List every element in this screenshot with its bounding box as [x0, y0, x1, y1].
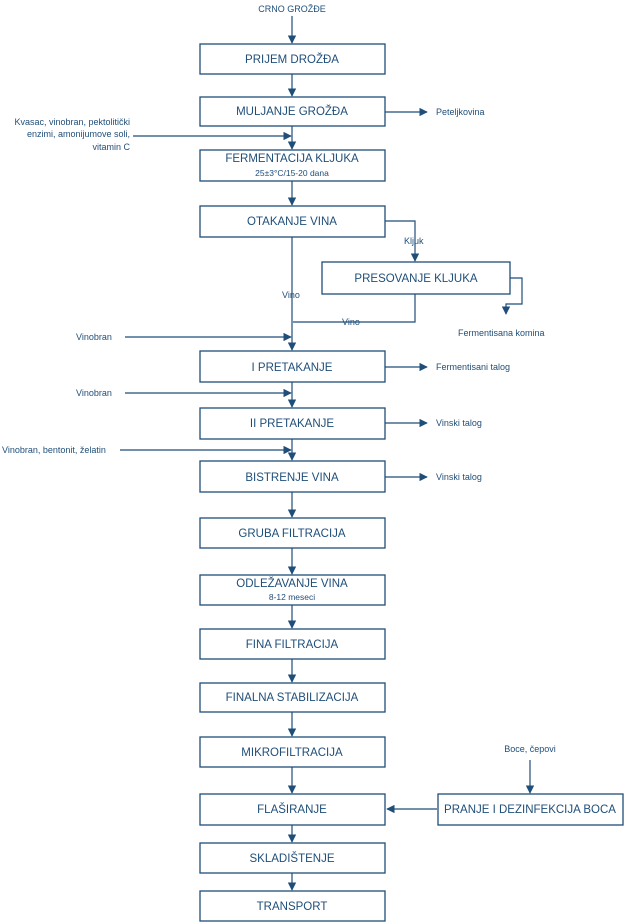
step-label: FINA FILTRACIJA — [246, 639, 339, 651]
step-sublabel: 25±3°C/15-20 dana — [255, 168, 329, 178]
step-mikrofiltracija: MIKROFILTRACIJA — [199, 736, 386, 768]
fermentation-additives-line-3: vitamin C — [92, 142, 130, 152]
step-label: ODLEŽAVANJE VINA — [236, 577, 348, 590]
step-label: FINALNA STABILIZACIJA — [226, 692, 359, 704]
step-pretakanje-1: I PRETAKANJE — [199, 350, 386, 383]
step-muljanje: MULJANJE GROŽĐA — [199, 96, 386, 127]
flow-label-kljuk: Kljuk — [404, 236, 424, 246]
step-label: MIKROFILTRACIJA — [241, 747, 343, 759]
step-otakanje: OTAKANJE VINA — [199, 205, 386, 238]
side-box-pranje: PRANJE I DEZINFEKCIJA BOCA — [437, 793, 624, 826]
step-bistrenje: BISTRENJE VINA — [199, 460, 386, 493]
step-label: PRIJEM DROŽĐA — [245, 53, 339, 66]
flow-label-vino-main: Vino — [282, 290, 300, 300]
step-label: FERMENTACIJA KLJUKA — [225, 153, 359, 165]
side-box-presovanje: PRESOVANJE KLJUKA — [321, 261, 511, 295]
output-fermentisani-talog: Fermentisani talog — [436, 362, 510, 372]
input-vinobran-2: Vinobran — [76, 388, 112, 398]
step-label: FLAŠIRANJE — [257, 803, 327, 816]
step-label: II PRETAKANJE — [250, 418, 334, 430]
step-finalna-stabilizacija: FINALNA STABILIZACIJA — [199, 682, 386, 713]
step-label: OTAKANJE VINA — [247, 216, 337, 228]
output-vinski-talog-1: Vinski talog — [436, 418, 482, 428]
step-transport: TRANSPORT — [199, 890, 386, 922]
arrow-to-presovanje — [385, 220, 420, 262]
output-vinski-talog-2: Vinski talog — [436, 472, 482, 482]
step-label: BISTRENJE VINA — [245, 472, 339, 484]
step-fermentacija: FERMENTACIJA KLJUKA 25±3°C/15-20 dana — [199, 149, 386, 182]
step-label: GRUBA FILTRACIJA — [238, 528, 345, 540]
input-bottles: Boce, čepovi — [504, 744, 556, 754]
output-peteljkovina: Peteljkovina — [436, 107, 485, 117]
output-fermentisana-komina: Fermentisana komina — [458, 328, 545, 338]
side-box-label: PRESOVANJE KLJUKA — [354, 273, 477, 285]
step-skladistenje: SKLADIŠTENJE — [199, 842, 386, 874]
step-gruba-filtracija: GRUBA FILTRACIJA — [199, 517, 386, 549]
fermentation-additives-line-2: enzimi, amonijumove soli, — [27, 129, 130, 139]
arrow-to-fermentisana-komina — [501, 277, 523, 315]
line-press-wine-return — [293, 294, 416, 323]
step-pretakanje-2: II PRETAKANJE — [199, 407, 386, 440]
input-bistrenje-additives: Vinobran, bentonit, želatin — [2, 445, 106, 455]
step-label: MULJANJE GROŽĐA — [236, 105, 348, 118]
step-prijem: PRIJEM DROŽĐA — [199, 43, 386, 75]
step-odlezavanje: ODLEŽAVANJE VINA 8-12 meseci — [199, 574, 386, 606]
input-label: CRNO GROŽĐE — [258, 4, 326, 14]
step-flasiranje: FLAŠIRANJE — [199, 793, 386, 826]
flow-label-vino-press: Vino — [342, 317, 360, 327]
fermentation-additives-line-1: Kvasac, vinobran, pektolitički — [14, 117, 130, 127]
input-vinobran-1: Vinobran — [76, 332, 112, 342]
step-label: SKLADIŠTENJE — [250, 852, 335, 865]
step-sublabel: 8-12 meseci — [269, 592, 315, 602]
step-label: TRANSPORT — [257, 901, 328, 913]
step-fina-filtracija: FINA FILTRACIJA — [199, 628, 386, 660]
side-box-label: PRANJE I DEZINFEKCIJA BOCA — [444, 804, 616, 816]
step-label: I PRETAKANJE — [252, 362, 333, 374]
